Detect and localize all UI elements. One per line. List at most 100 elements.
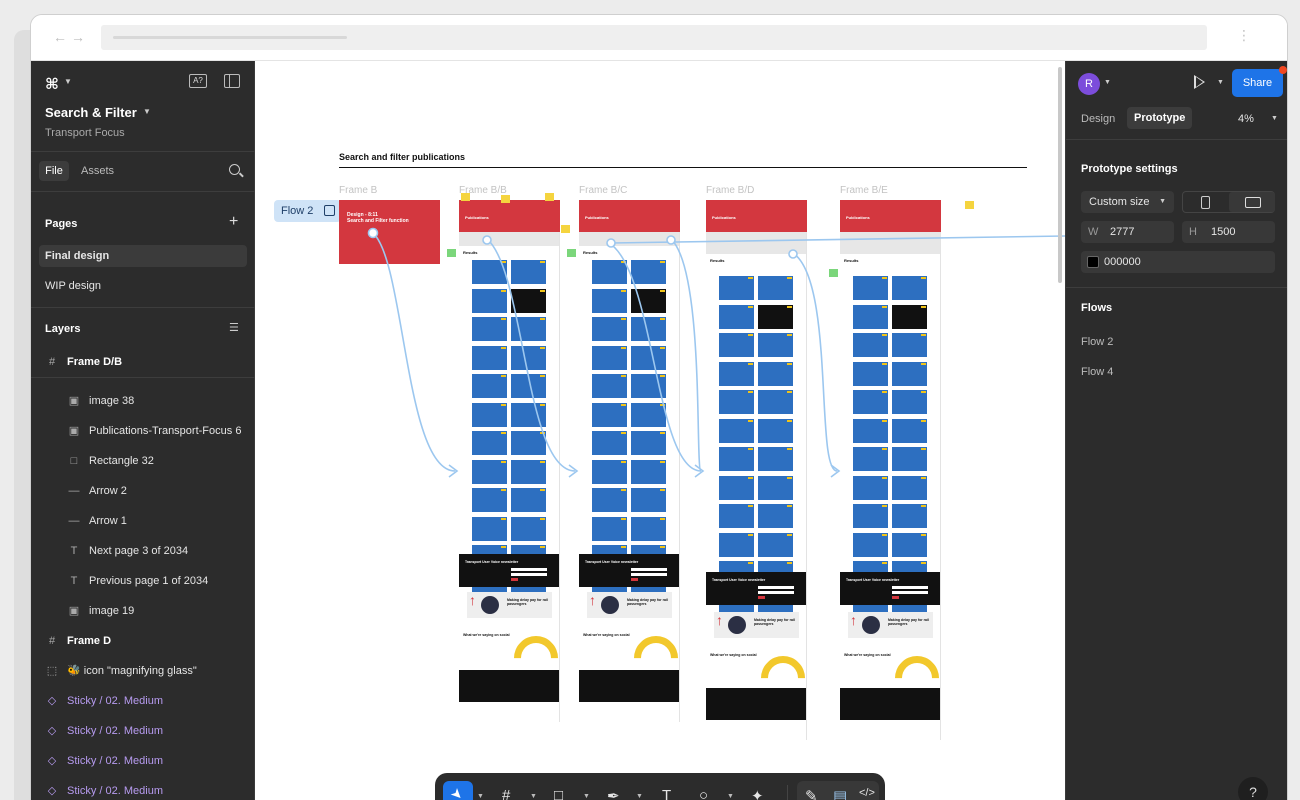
sticky-note[interactable] <box>829 269 838 277</box>
chevron-down-icon[interactable]: ▼ <box>1104 79 1111 86</box>
toggle-sidebar-icon[interactable] <box>224 74 240 88</box>
layer-item[interactable]: ◇Sticky / 02. Medium <box>31 716 255 746</box>
arrow-up-icon: ↑ <box>716 612 723 628</box>
draw-mode-icon[interactable]: ✎ <box>805 788 818 800</box>
layer-item[interactable]: ◇Sticky / 02. Medium <box>31 776 255 800</box>
comment-tool-icon[interactable]: ○ <box>699 787 709 800</box>
ask-ai-icon[interactable]: A? <box>189 74 207 88</box>
chevron-down-icon[interactable]: ▼ <box>530 793 537 800</box>
project-name[interactable]: Transport Focus <box>45 127 125 139</box>
flow-item[interactable]: Flow 2 <box>1081 336 1114 348</box>
chevron-down-icon[interactable]: ▼ <box>64 77 72 86</box>
background-color-field[interactable]: 000000 <box>1081 251 1275 273</box>
flow-start-tag[interactable]: Flow 2 <box>274 200 341 222</box>
chevron-down-icon[interactable]: ▼ <box>1271 115 1278 122</box>
layers-filter-icon[interactable]: ☰ <box>229 322 239 334</box>
portrait-icon[interactable] <box>1201 196 1210 209</box>
layer-item[interactable]: —Arrow 2 <box>31 476 255 506</box>
file-title[interactable]: Search & Filter <box>45 105 137 120</box>
search-icon[interactable] <box>229 164 240 175</box>
flow-connection <box>608 242 702 472</box>
layer-item[interactable]: ◇Sticky / 02. Medium <box>31 686 255 716</box>
flow-item[interactable]: Flow 4 <box>1081 366 1114 378</box>
flow-play-icon[interactable] <box>324 205 335 216</box>
layer-item[interactable]: —Arrow 1 <box>31 506 255 536</box>
frame-tool-icon[interactable]: # <box>502 787 511 800</box>
orientation-toggle[interactable] <box>1182 191 1275 213</box>
chevron-down-icon[interactable]: ▼ <box>727 793 734 800</box>
result-tile <box>592 488 627 512</box>
frame-label[interactable]: Frame B/E <box>840 185 888 196</box>
pen-tool-icon[interactable]: ✒ <box>607 788 620 800</box>
frame-label[interactable]: Frame B/D <box>706 185 755 196</box>
sticky-note[interactable] <box>461 193 470 201</box>
device-size-select[interactable]: Custom size▼ <box>1081 191 1174 213</box>
chevron-down-icon[interactable]: ▼ <box>636 793 643 800</box>
tab-prototype[interactable]: Prototype <box>1127 107 1193 129</box>
promo-title: Making delay pay for rail passengers <box>754 618 795 626</box>
chevron-down-icon[interactable]: ▼ <box>477 793 484 800</box>
layer-item[interactable]: ▣image 38 <box>31 386 255 416</box>
layer-item[interactable]: #Frame D <box>31 626 255 656</box>
ai-tool-icon[interactable]: ✦ <box>751 788 764 800</box>
sticky-note[interactable] <box>545 193 554 201</box>
page-wip-design[interactable]: WIP design <box>45 280 102 292</box>
rectangle-tool-icon[interactable]: □ <box>554 787 564 800</box>
help-button[interactable]: ? <box>1238 777 1268 800</box>
page-final-design[interactable]: Final design <box>39 245 247 267</box>
avatar[interactable]: R <box>1078 73 1100 95</box>
add-page-icon[interactable]: + <box>229 213 239 230</box>
result-tile <box>853 390 888 414</box>
sticky-note[interactable] <box>567 249 576 257</box>
tab-assets[interactable]: Assets <box>81 165 115 177</box>
frame-label[interactable]: Frame B/C <box>579 185 628 196</box>
present-play-icon[interactable] <box>1194 75 1205 89</box>
sticky-note[interactable] <box>965 201 974 209</box>
tab-file[interactable]: File <box>39 161 69 181</box>
canvas-scrollbar[interactable] <box>1058 67 1062 283</box>
result-tile <box>592 317 627 341</box>
tab-design[interactable]: Design <box>1081 113 1116 125</box>
dev-mode-icon[interactable]: </> <box>859 787 875 799</box>
results-label: Results <box>583 250 598 255</box>
frame-b[interactable]: Design - 8:11 Search and Filter function <box>339 200 440 264</box>
section-title[interactable]: Search and filter publications <box>339 152 466 162</box>
result-tile <box>892 276 927 300</box>
frame-label[interactable]: Frame B/B <box>459 185 507 196</box>
color-swatch[interactable] <box>1087 256 1099 268</box>
chevron-down-icon[interactable]: ▼ <box>1217 79 1224 86</box>
zoom-level[interactable]: 4% <box>1238 113 1254 125</box>
layer-item[interactable]: □Rectangle 32 <box>31 446 255 476</box>
result-tile <box>719 304 754 329</box>
back-forward-icon[interactable]: ←→ <box>53 29 89 45</box>
figma-logo-icon[interactable]: ⌘ <box>45 76 59 93</box>
kebab-menu-icon[interactable]: ⋮ <box>1237 27 1251 43</box>
move-tool-button[interactable] <box>443 781 473 800</box>
address-bar[interactable] <box>101 25 1207 50</box>
design-canvas[interactable]: Search and filter publications Frame B F… <box>255 61 1065 800</box>
share-button[interactable]: Share <box>1232 69 1283 97</box>
sticky-note[interactable] <box>447 249 456 257</box>
layer-item[interactable]: #Frame D/B <box>31 347 255 377</box>
design-mode-icon[interactable]: ▤ <box>833 788 848 800</box>
result-tile <box>472 345 507 370</box>
frame-label[interactable]: Frame B <box>339 185 378 196</box>
landscape-icon[interactable] <box>1229 192 1275 212</box>
layer-item[interactable]: ▣Publications-Transport-Focus 6 <box>31 416 255 446</box>
newsletter-field <box>892 586 928 589</box>
text-tool-icon[interactable]: T <box>662 787 672 800</box>
sticky-note[interactable] <box>561 225 570 233</box>
layer-item[interactable]: ⬚🐝 icon "magnifying glass" <box>31 656 255 686</box>
sticky-note[interactable] <box>501 195 510 203</box>
chevron-down-icon[interactable]: ▼ <box>143 107 151 116</box>
layer-item[interactable]: ◇Sticky / 02. Medium <box>31 746 255 776</box>
chevron-down-icon[interactable]: ▼ <box>583 793 590 800</box>
layer-item[interactable]: ▣image 19 <box>31 596 255 626</box>
